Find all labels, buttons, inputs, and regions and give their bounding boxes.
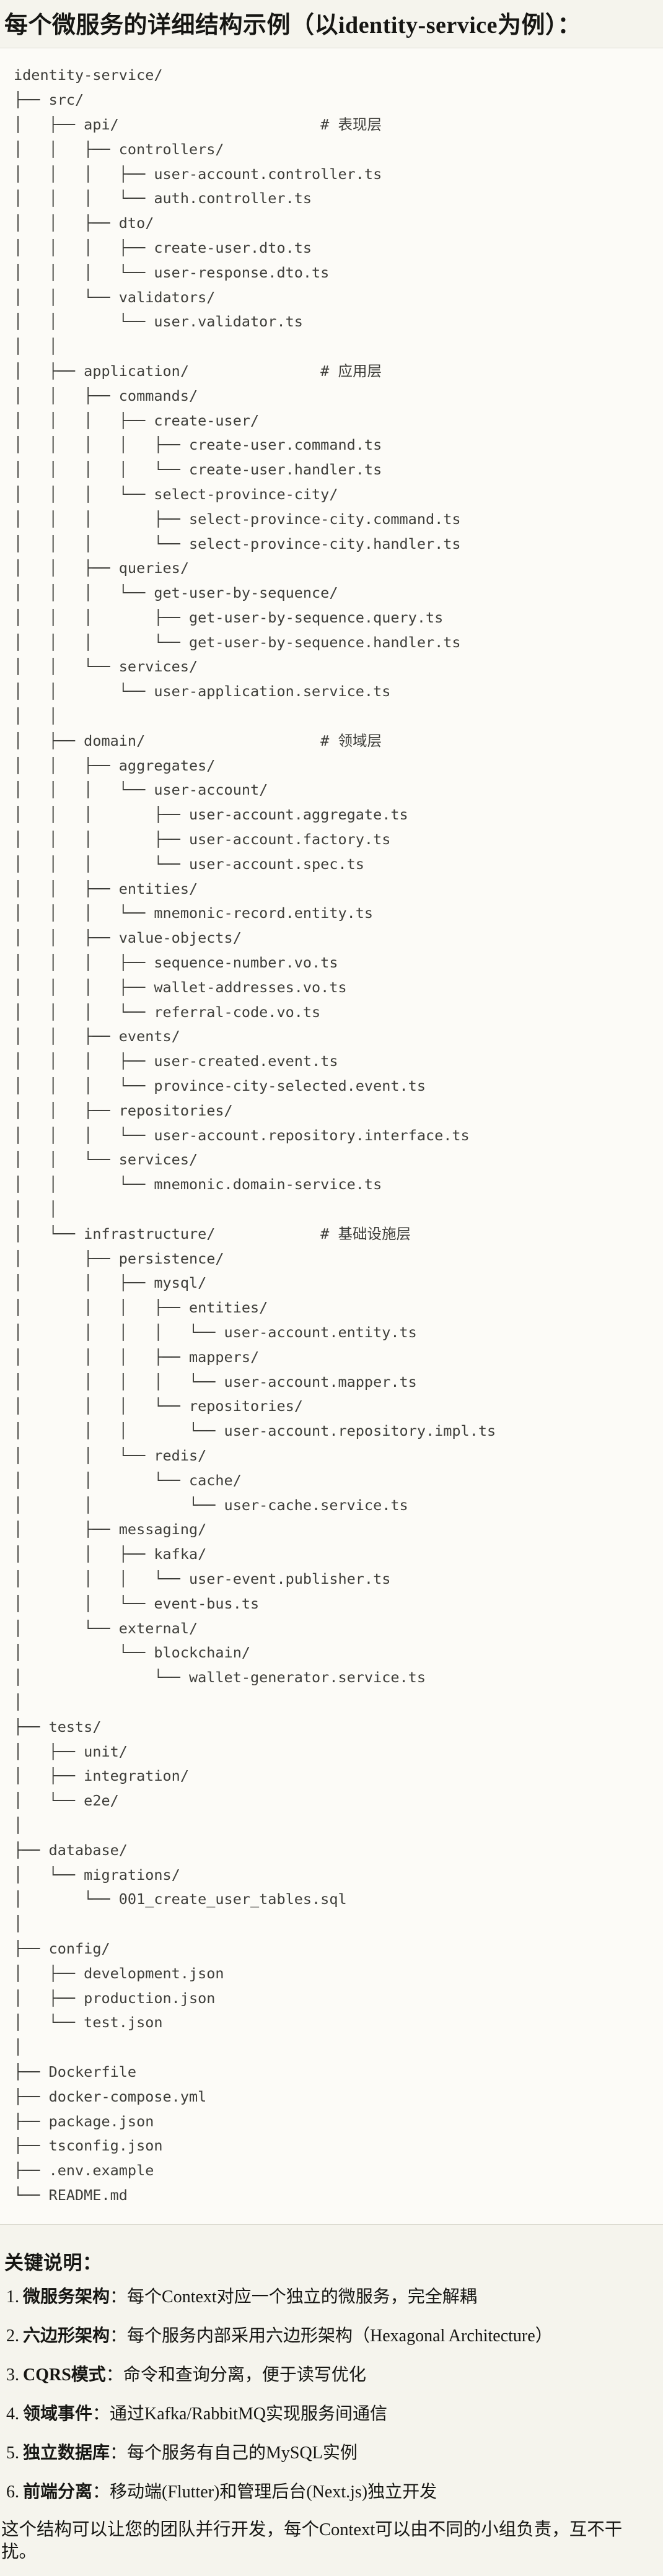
note-item: 1.微服务架构：每个Context对应一个独立的微服务，完全解耦	[6, 2286, 657, 2308]
note-colon: ：	[92, 2404, 110, 2424]
closing-paragraph: 这个结构可以让您的团队并行开发，每个Context可以由不同的小组负责，互不干扰…	[1, 2520, 623, 2562]
note-item: 5.独立数据库：每个服务有自己的MySQL实例	[6, 2442, 657, 2465]
note-number: 4.	[6, 2404, 19, 2424]
note-colon: ：	[110, 2326, 128, 2346]
note-description: 每个服务有自己的MySQL实例	[127, 2443, 358, 2463]
note-term: 微服务架构	[23, 2287, 110, 2307]
note-item: 2.六边形架构：每个服务内部采用六边形架构（Hexagonal Architec…	[6, 2325, 657, 2347]
note-item: 3.CQRS模式：命令和查询分离，便于读写优化	[6, 2364, 657, 2386]
note-colon: ：	[110, 2443, 128, 2463]
note-description: 通过Kafka/RabbitMQ实现服务间通信	[110, 2404, 387, 2424]
note-number: 3.	[6, 2365, 19, 2385]
note-description: 每个服务内部采用六边形架构（Hexagonal Architecture）	[127, 2326, 553, 2346]
notes-heading: 关键说明：	[4, 2251, 102, 2274]
note-description: 移动端(Flutter)和管理后台(Next.js)独立开发	[110, 2482, 437, 2502]
note-term: 六边形架构	[23, 2326, 110, 2346]
note-colon: ：	[110, 2287, 128, 2307]
note-term: 领域事件	[23, 2404, 93, 2424]
note-number: 1.	[6, 2287, 19, 2307]
key-notes-section: 关键说明： 1.微服务架构：每个Context对应一个独立的微服务，完全解耦 2…	[0, 2247, 663, 2576]
note-term: CQRS模式	[23, 2365, 106, 2385]
note-description: 命令和查询分离，便于读写优化	[123, 2365, 366, 2385]
note-item: 6.前端分离：移动端(Flutter)和管理后台(Next.js)独立开发	[6, 2481, 657, 2504]
note-term: 独立数据库	[23, 2443, 110, 2463]
note-colon: ：	[105, 2365, 123, 2385]
note-term: 前端分离	[23, 2482, 93, 2502]
page-title: 每个微服务的详细结构示例（以identity-service为例）：	[4, 12, 582, 38]
note-number: 5.	[6, 2443, 19, 2463]
note-description: 每个Context对应一个独立的微服务，完全解耦	[127, 2287, 477, 2307]
note-number: 6.	[6, 2482, 19, 2502]
directory-tree: identity-service/ ├── src/ │ ├── api/ # …	[0, 48, 663, 2225]
note-item: 4.领域事件：通过Kafka/RabbitMQ实现服务间通信	[6, 2403, 657, 2425]
note-colon: ：	[92, 2482, 110, 2502]
notes-list: 1.微服务架构：每个Context对应一个独立的微服务，完全解耦 2.六边形架构…	[0, 2286, 657, 2504]
note-number: 2.	[6, 2326, 19, 2346]
